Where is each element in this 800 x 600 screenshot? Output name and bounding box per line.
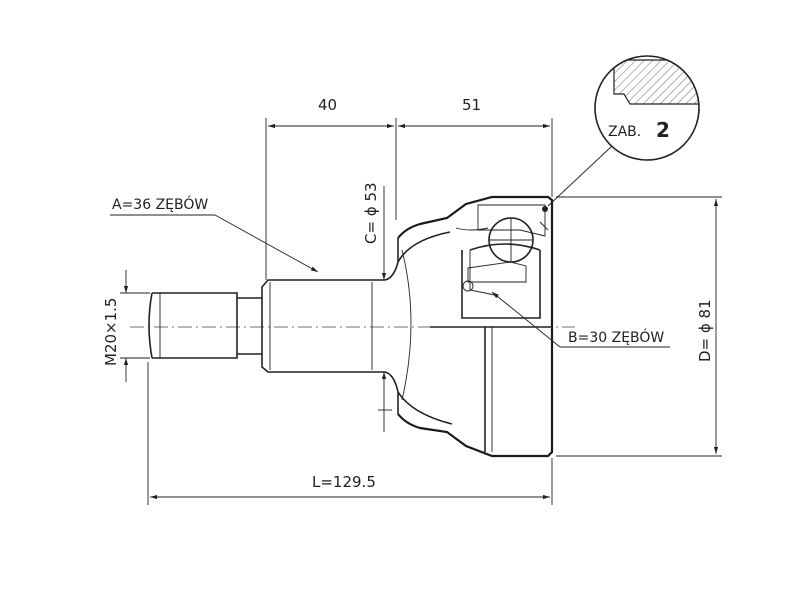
diameter-c-label: C= ϕ 53: [362, 182, 380, 244]
thread-dimension: [120, 270, 150, 382]
detail-ref-prefix: ZAB.: [608, 124, 641, 140]
joint-housing: [384, 195, 554, 458]
spline-a-leader: [110, 214, 319, 273]
dim-51-label: 51: [462, 96, 481, 114]
diameter-d-label: D= ϕ 81: [696, 299, 714, 362]
length-dimension: [147, 362, 553, 505]
threaded-shaft-end: [148, 292, 262, 359]
spline-b-label: B=30 ZĘBÓW: [568, 328, 664, 346]
diameter-d-dimension: [556, 196, 722, 457]
detail-callout: [542, 55, 700, 212]
splined-shaft-section: [261, 279, 385, 373]
spline-b-leader: [491, 291, 670, 348]
diameter-c-dimension: [378, 186, 392, 432]
dim-40-label: 40: [318, 96, 337, 114]
thread-label: M20×1.5: [102, 298, 120, 366]
length-label: L=129.5: [312, 473, 376, 491]
spline-a-label: A=36 ZĘBÓW: [112, 195, 208, 213]
detail-ref-number: 2: [656, 118, 670, 142]
top-dimensions: [265, 118, 553, 280]
